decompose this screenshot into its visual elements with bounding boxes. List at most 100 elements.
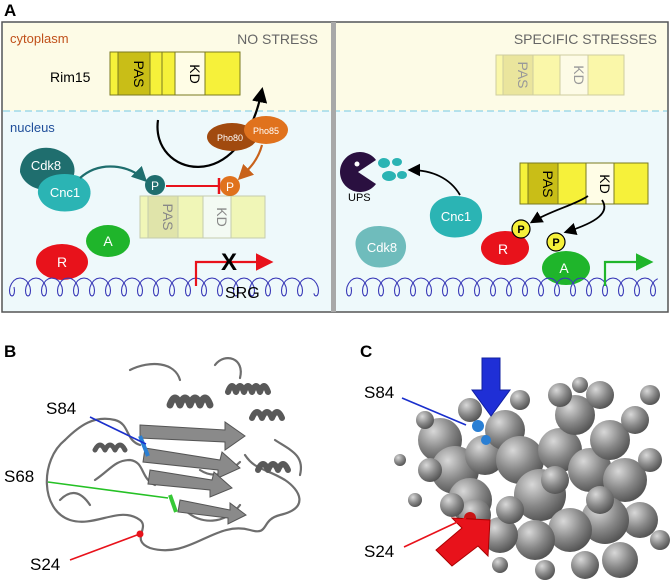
pho85-label: Pho85 [253, 126, 279, 136]
s84-label-b: S84 [46, 399, 76, 418]
rim15-protein-cytoplasm: PAS KD [109, 51, 241, 96]
s68-label: S68 [4, 467, 34, 486]
cnc1-fragments-icon [378, 158, 407, 181]
surface-blob [541, 466, 569, 494]
phospho-yellow-activator [546, 232, 566, 252]
srg-label: SRG [225, 285, 260, 302]
cdk8-label-left: Cdk8 [31, 158, 61, 173]
srg-blocked-arrow [194, 253, 274, 286]
surface-blob [590, 420, 630, 460]
phospho-site-teal [145, 175, 165, 195]
rim15-nucleus-pas-domain: PAS [160, 204, 176, 231]
surface-blob [638, 448, 662, 472]
surface-blob [416, 411, 434, 429]
rim15-label: Rim15 [50, 69, 91, 85]
surface-blob [572, 377, 588, 393]
rim15-faded-kd-domain: KD [571, 65, 587, 84]
s24-pointer-line [69, 534, 138, 561]
cnc1-phospho-arrow [79, 165, 148, 183]
residue-s84-highlight [138, 435, 150, 457]
surface-blob [621, 406, 649, 434]
surface-blob [548, 383, 572, 407]
s24-pointer-line-c [403, 517, 467, 548]
cnc1-label-left: Cnc1 [50, 185, 80, 200]
specific-stresses-label: SPECIFIC STRESSES [514, 31, 657, 47]
rim15-pas-domain: PAS [131, 61, 147, 88]
panel-label-a: A [4, 1, 16, 20]
ups-eye-icon [354, 161, 360, 167]
surface-blob [418, 458, 442, 482]
surface-blob [640, 385, 660, 405]
repressor-left-label: R [57, 254, 67, 270]
pho80-pho85-complex: Pho80 Pho85 [207, 116, 288, 151]
phospho-yellow-repressor [511, 219, 531, 239]
block-x-mark: X [221, 249, 237, 276]
cdk8-cnc1-complex-left: Cdk8 Cnc1 [20, 147, 91, 212]
no-stress-label: NO STRESS [237, 31, 318, 47]
panel-label-b: B [4, 342, 16, 361]
surface-blob [408, 493, 422, 507]
phospho-site-orange [220, 176, 240, 196]
rim15-active-kd-domain: KD [597, 174, 613, 193]
s24-label-c: S24 [364, 542, 394, 561]
s24-highlight-arrow [435, 517, 491, 567]
protein-beta-sheets [139, 421, 247, 525]
phospho-yellow-activator-label: P [552, 237, 559, 249]
surface-blob [440, 493, 464, 517]
surface-blob [515, 520, 555, 560]
rim15-nucleus-kd-domain: KD [214, 207, 230, 226]
pho80-label: Pho80 [217, 133, 243, 143]
srg-active-arrow [603, 253, 654, 286]
surface-blob [535, 560, 555, 580]
repressor-right-label: R [498, 241, 508, 257]
residue-s24-highlight [136, 530, 144, 538]
s68-pointer-line [47, 481, 169, 499]
s84-pointer-line [89, 416, 147, 445]
s84-highlight-arrow [471, 357, 511, 417]
surface-blob [482, 517, 518, 553]
rim15-active-pas-domain: PAS [540, 171, 556, 198]
cnc1-right [429, 196, 483, 238]
kinase-arrow-repressor [529, 195, 589, 224]
surface-blob [586, 381, 614, 409]
activator-right-label: A [559, 260, 569, 276]
activator-left-label: A [103, 233, 113, 249]
rim15-protein-nucleus-active [519, 162, 649, 205]
protein-surface-structure [394, 377, 670, 580]
rim15-faded-pas-domain: PAS [515, 62, 531, 89]
surface-blob [510, 390, 530, 410]
pho85-phospho-arrow [237, 144, 264, 181]
residue-s84-surface [472, 420, 484, 432]
activator-right [542, 251, 590, 285]
s84-label-c: S84 [364, 383, 394, 402]
cdk8-right-label: Cdk8 [367, 240, 397, 255]
rim15-kd-domain: KD [187, 64, 203, 83]
surface-blob [602, 542, 638, 578]
s84-pointer-line-c [401, 397, 467, 426]
residue-s68-highlight [168, 494, 178, 513]
dna-helix-right [345, 277, 659, 297]
cdk8-right [355, 226, 407, 268]
cnc1-right-label: Cnc1 [441, 209, 471, 224]
ups-proteasome-icon [340, 152, 376, 193]
dna-helix-left [8, 277, 320, 297]
surface-blob [496, 496, 524, 524]
surface-blob [568, 448, 612, 492]
panel-label-c: C [360, 342, 372, 361]
kinase-arrow-activator [563, 199, 606, 236]
rim15-protein-cytoplasm-faded [495, 54, 625, 96]
cytoplasm-label: cytoplasm [10, 31, 69, 46]
rim15-protein-nucleus-inactive [139, 195, 266, 239]
s24-label-b: S24 [30, 555, 60, 574]
residue-s84-surface [481, 435, 491, 445]
phospho-yellow-repressor-label: P [517, 224, 524, 236]
degradation-arrow [407, 163, 461, 196]
surface-blob [492, 557, 508, 573]
repressor-left [36, 244, 88, 280]
surface-blob [548, 508, 592, 552]
activator-left [86, 225, 130, 257]
surface-blob [394, 454, 406, 466]
surface-blob [571, 551, 599, 579]
surface-blob [650, 530, 670, 550]
